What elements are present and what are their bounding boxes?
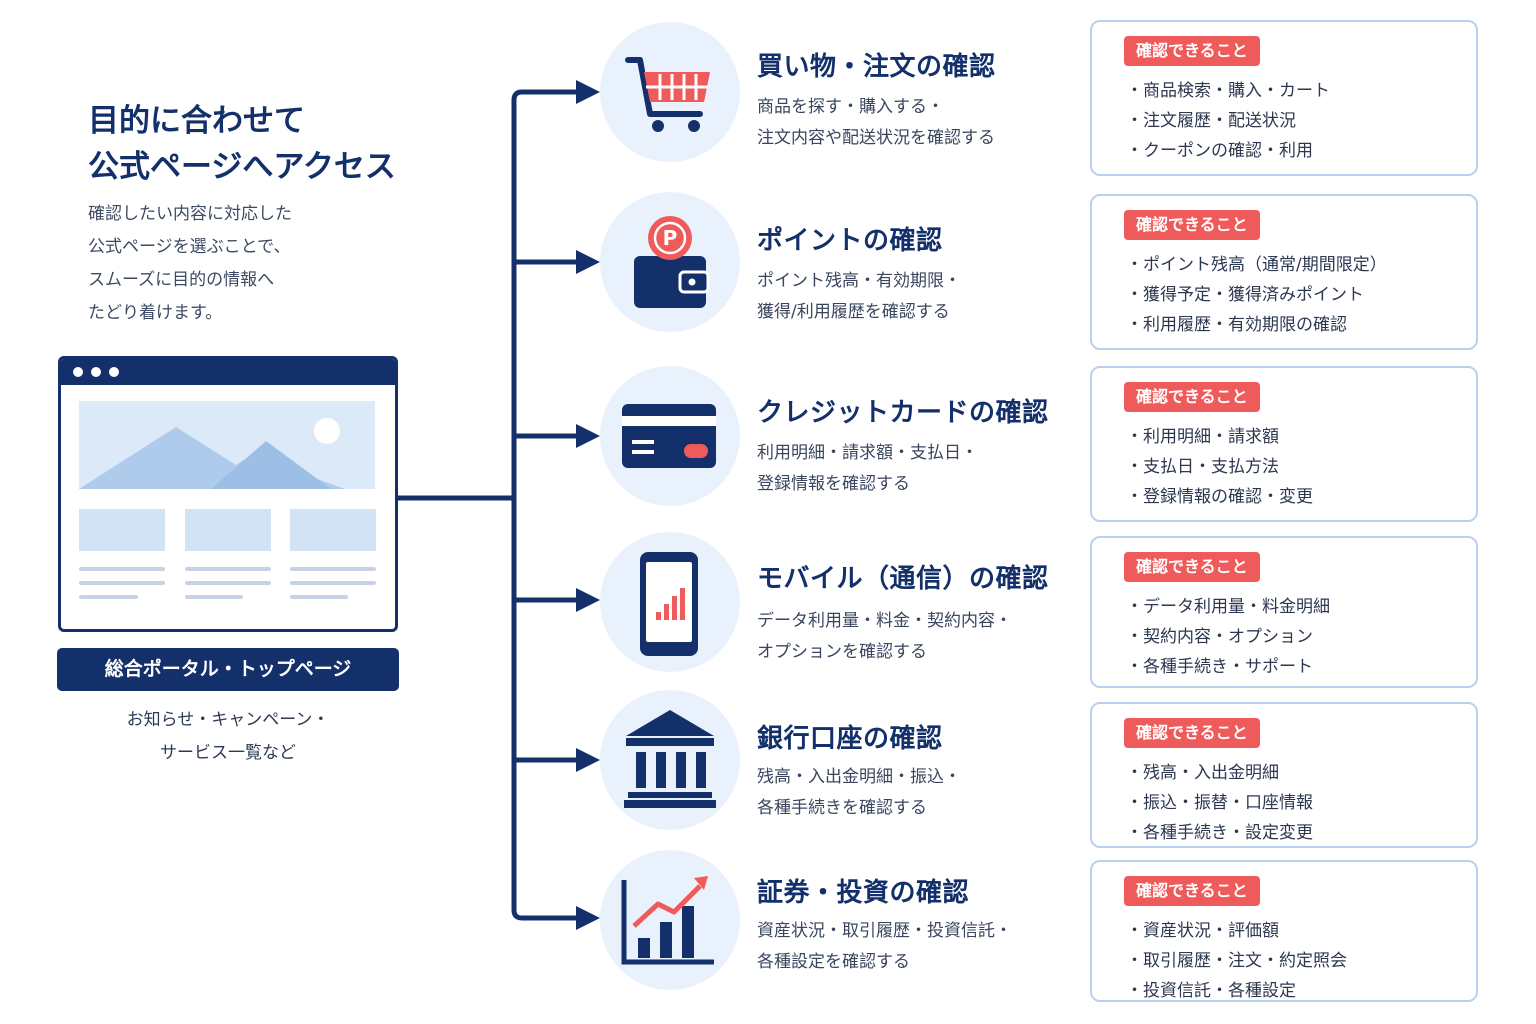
feature-badge: 確認できること	[1124, 382, 1260, 412]
description-line: 獲得/利用履歴を確認する	[757, 302, 950, 322]
description-line: 資産状況・取引履歴・投資信託・	[757, 921, 1012, 941]
category-title-credit-card[interactable]: クレジットカードの確認	[757, 398, 1049, 428]
feature-item: 資産状況・評価額	[1126, 916, 1347, 946]
heading-line-2: 公式ページへアクセス	[88, 149, 396, 185]
intro-line: 確認したい内容に対応した	[88, 204, 292, 224]
feature-item: データ利用量・料金明細	[1126, 592, 1330, 622]
category-description-securities: 資産状況・取引履歴・投資信託・ 各種設定を確認する	[757, 916, 1012, 978]
window-dot-icon	[109, 367, 119, 377]
growth-chart-icon	[621, 876, 714, 965]
feature-list: 利用明細・請求額 支払日・支払方法 登録情報の確認・変更	[1126, 422, 1313, 512]
portal-sub-line: サービス一覧など	[160, 743, 296, 763]
category-description-mobile: データ利用量・料金・契約内容・ オプションを確認する	[757, 606, 1012, 668]
feature-item: 商品検索・購入・カート	[1126, 76, 1330, 106]
description-line: オプションを確認する	[757, 642, 927, 662]
feature-badge: 確認できること	[1124, 210, 1260, 240]
heading-line-1: 目的に合わせて	[88, 103, 305, 139]
category-description-bank: 残高・入出金明細・振込・ 各種手続きを確認する	[757, 762, 961, 824]
category-description-shopping: 商品を探す・購入する・ 注文内容や配送状況を確認する	[757, 92, 995, 154]
feature-item: 注文履歴・配送状況	[1126, 106, 1330, 136]
description-line: 登録情報を確認する	[757, 474, 910, 494]
description-line: 残高・入出金明細・振込・	[757, 767, 961, 787]
intro-line: スムーズに目的の情報へ	[88, 270, 275, 290]
category-icon-circle-shopping[interactable]	[600, 22, 740, 162]
category-title-mobile[interactable]: モバイル（通信）の確認	[757, 564, 1049, 594]
description-line: 注文内容や配送状況を確認する	[757, 128, 995, 148]
feature-box-bank: 確認できること 残高・入出金明細 振込・振替・口座情報 各種手続き・設定変更	[1090, 702, 1478, 848]
point-wallet-icon: P	[634, 216, 710, 308]
page-heading: 目的に合わせて 公式ページへアクセス	[88, 98, 396, 190]
feature-box-points: 確認できること ポイント残高（通常/期間限定） 獲得予定・獲得済みポイント 利用…	[1090, 194, 1478, 350]
description-line: 利用明細・請求額・支払日・	[757, 443, 978, 463]
category-title-bank[interactable]: 銀行口座の確認	[757, 724, 943, 754]
intro-text: 確認したい内容に対応した 公式ページを選ぶことで、 スムーズに目的の情報へ たど…	[88, 198, 292, 330]
arrow-head-2	[576, 250, 600, 274]
window-dot-icon	[73, 367, 83, 377]
category-icon-circle-mobile[interactable]	[600, 532, 740, 672]
credit-card-icon	[622, 404, 716, 468]
category-title-points[interactable]: ポイントの確認	[757, 226, 943, 256]
arrow-head-6	[576, 906, 600, 930]
arrow-head-4	[576, 588, 600, 612]
feature-list: 資産状況・評価額 取引履歴・注文・約定照会 投資信託・各種設定	[1126, 916, 1347, 1006]
feature-box-credit-card: 確認できること 利用明細・請求額 支払日・支払方法 登録情報の確認・変更	[1090, 366, 1478, 522]
description-line: 各種手続きを確認する	[757, 798, 927, 818]
feature-list: ポイント残高（通常/期間限定） 獲得予定・獲得済みポイント 利用履歴・有効期限の…	[1126, 250, 1387, 340]
category-icon-circle-bank[interactable]	[600, 690, 740, 830]
portal-sub-line: お知らせ・キャンペーン・	[126, 710, 330, 730]
category-icon-circle-points[interactable]: P	[600, 192, 740, 332]
feature-box-shopping: 確認できること 商品検索・購入・カート 注文履歴・配送状況 クーポンの確認・利用	[1090, 20, 1478, 176]
smartphone-icon	[640, 552, 698, 656]
feature-item: 投資信託・各種設定	[1126, 976, 1347, 1006]
feature-item: 振込・振替・口座情報	[1126, 788, 1313, 818]
description-line: データ利用量・料金・契約内容・	[757, 611, 1012, 631]
feature-item: 獲得予定・獲得済みポイント	[1126, 280, 1387, 310]
feature-badge: 確認できること	[1124, 552, 1260, 582]
svg-text:P: P	[663, 226, 678, 250]
feature-list: 残高・入出金明細 振込・振替・口座情報 各種手続き・設定変更	[1126, 758, 1313, 848]
page-wireframe-icon	[79, 401, 376, 599]
feature-item: 支払日・支払方法	[1126, 452, 1313, 482]
feature-badge: 確認できること	[1124, 718, 1260, 748]
window-dot-icon	[91, 367, 101, 377]
feature-badge: 確認できること	[1124, 876, 1260, 906]
category-title-shopping[interactable]: 買い物・注文の確認	[757, 52, 996, 82]
feature-list: データ利用量・料金明細 契約内容・オプション 各種手続き・サポート	[1126, 592, 1330, 682]
category-icon-circle-securities[interactable]	[600, 850, 740, 990]
feature-item: 残高・入出金明細	[1126, 758, 1313, 788]
feature-item: 利用明細・請求額	[1126, 422, 1313, 452]
browser-title-bar	[61, 359, 395, 385]
bank-icon	[624, 710, 716, 808]
portal-label[interactable]: 総合ポータル・トップページ	[57, 648, 399, 691]
feature-badge: 確認できること	[1124, 36, 1260, 66]
feature-item: クーポンの確認・利用	[1126, 136, 1330, 166]
category-title-securities[interactable]: 証券・投資の確認	[757, 878, 970, 908]
intro-line: たどり着けます。	[88, 303, 223, 323]
arrow-head-5	[576, 748, 600, 772]
feature-item: 各種手続き・サポート	[1126, 652, 1330, 682]
feature-box-mobile: 確認できること データ利用量・料金明細 契約内容・オプション 各種手続き・サポー…	[1090, 536, 1478, 688]
portal-description: お知らせ・キャンペーン・ サービス一覧など	[57, 704, 399, 770]
feature-item: 各種手続き・設定変更	[1126, 818, 1313, 848]
browser-window-illustration	[58, 356, 398, 632]
description-line: 商品を探す・購入する・	[757, 97, 944, 117]
category-description-credit-card: 利用明細・請求額・支払日・ 登録情報を確認する	[757, 438, 978, 500]
category-description-points: ポイント残高・有効期限・ 獲得/利用履歴を確認する	[757, 266, 961, 328]
feature-item: 取引履歴・注文・約定照会	[1126, 946, 1347, 976]
shopping-cart-icon	[625, 57, 710, 132]
description-line: ポイント残高・有効期限・	[757, 271, 961, 291]
arrow-head-1	[576, 80, 600, 104]
feature-list: 商品検索・購入・カート 注文履歴・配送状況 クーポンの確認・利用	[1126, 76, 1330, 166]
arrow-head-3	[576, 424, 600, 448]
category-icon-circle-credit-card[interactable]	[600, 366, 740, 506]
description-line: 各種設定を確認する	[757, 952, 910, 972]
feature-item: 登録情報の確認・変更	[1126, 482, 1313, 512]
intro-line: 公式ページを選ぶことで、	[88, 237, 291, 257]
feature-item: 契約内容・オプション	[1126, 622, 1330, 652]
feature-item: ポイント残高（通常/期間限定）	[1126, 250, 1387, 280]
feature-item: 利用履歴・有効期限の確認	[1126, 310, 1387, 340]
feature-box-securities: 確認できること 資産状況・評価額 取引履歴・注文・約定照会 投資信託・各種設定	[1090, 860, 1478, 1002]
